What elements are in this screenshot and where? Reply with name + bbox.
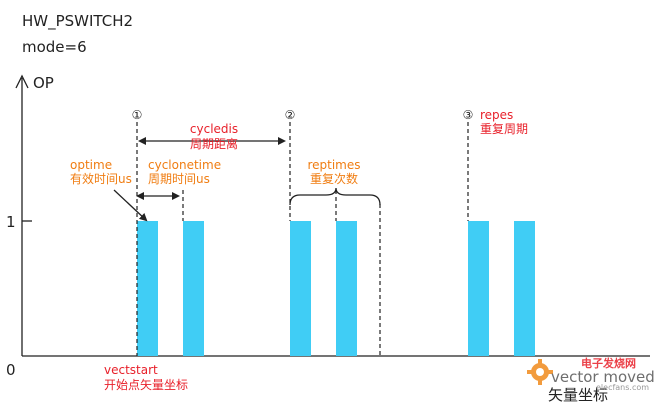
pulse-6 xyxy=(514,221,535,356)
repes-name: repes xyxy=(480,108,513,122)
pulse-4 xyxy=(336,221,357,356)
y-axis-label: OP xyxy=(33,74,54,92)
watermark: 电子发烧网 vector moved elecfans.com xyxy=(527,356,655,392)
watermark-brand: vector moved xyxy=(551,368,655,386)
pulse-3 xyxy=(290,221,311,356)
y-tick-label: 1 xyxy=(6,213,16,231)
vectstart-name: vectstart xyxy=(104,363,158,377)
cycledis-desc: 周期距离 xyxy=(190,136,238,151)
y-axis-arrow xyxy=(15,74,29,89)
optime-arrow xyxy=(113,189,148,222)
marker-2: ② xyxy=(285,108,296,122)
cyclonetime-name: cyclonetime xyxy=(148,158,221,172)
gear-icon xyxy=(527,359,553,385)
watermark-url: elecfans.com xyxy=(596,383,649,392)
x-axis-label: 矢量坐标 xyxy=(548,386,608,404)
optime-desc: 有效时间us xyxy=(70,171,132,186)
marker-1: ① xyxy=(132,108,143,122)
pulse-1 xyxy=(137,221,158,356)
reptimes-desc: 重复次数 xyxy=(310,171,358,186)
optime-name: optime xyxy=(70,158,112,172)
vectstart-desc: 开始点矢量坐标 xyxy=(104,378,188,392)
origin-label: 0 xyxy=(6,361,16,379)
diagram-mode: mode=6 xyxy=(22,38,87,56)
reptimes-bracket xyxy=(289,187,381,206)
cycledis-name: cycledis xyxy=(190,122,238,136)
guide-lines xyxy=(136,122,469,356)
reptimes-name: reptimes xyxy=(307,158,360,172)
diagram-title: HW_PSWITCH2 xyxy=(22,12,134,30)
cyclonetime-desc: 周期时间us xyxy=(148,172,210,186)
watermark-site: 电子发烧网 xyxy=(581,356,636,370)
pulse-5 xyxy=(468,221,489,356)
repes-desc: 重复周期 xyxy=(480,122,528,136)
pulse-2 xyxy=(183,221,204,356)
marker-3: ③ xyxy=(463,108,474,122)
